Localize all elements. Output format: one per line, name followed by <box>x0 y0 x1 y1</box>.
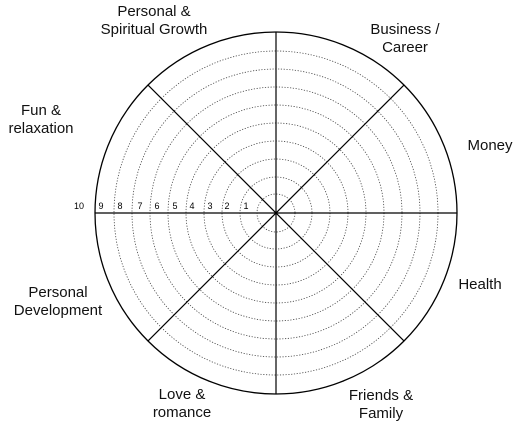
scale-number: 9 <box>98 201 103 211</box>
scale-number: 3 <box>207 201 212 211</box>
scale-number: 1 <box>243 201 248 211</box>
label-love-romance: Love & romance <box>152 386 212 421</box>
label-friends-family: Friends & Family <box>348 387 414 422</box>
scale-number: 6 <box>154 201 159 211</box>
spoke-line-4 <box>147 84 405 342</box>
label-personal-development: Personal Development <box>13 284 103 319</box>
label-money: Money <box>467 137 513 154</box>
label-fun-relaxation: Fun & relaxation <box>8 102 74 137</box>
scale-number: 5 <box>172 201 177 211</box>
scale-number: 2 <box>224 201 229 211</box>
scale-numbers: 1 2 3 4 5 6 7 8 9 10 <box>74 201 249 211</box>
scale-number: 10 <box>74 201 84 211</box>
scale-number: 8 <box>117 201 122 211</box>
spoke-lines <box>95 32 457 394</box>
label-personal-spiritual: Personal & Spiritual Growth <box>100 3 208 38</box>
label-business-career: Business / Career <box>370 21 440 56</box>
label-health: Health <box>458 276 502 293</box>
scale-number: 4 <box>189 201 194 211</box>
scale-number: 7 <box>137 201 142 211</box>
